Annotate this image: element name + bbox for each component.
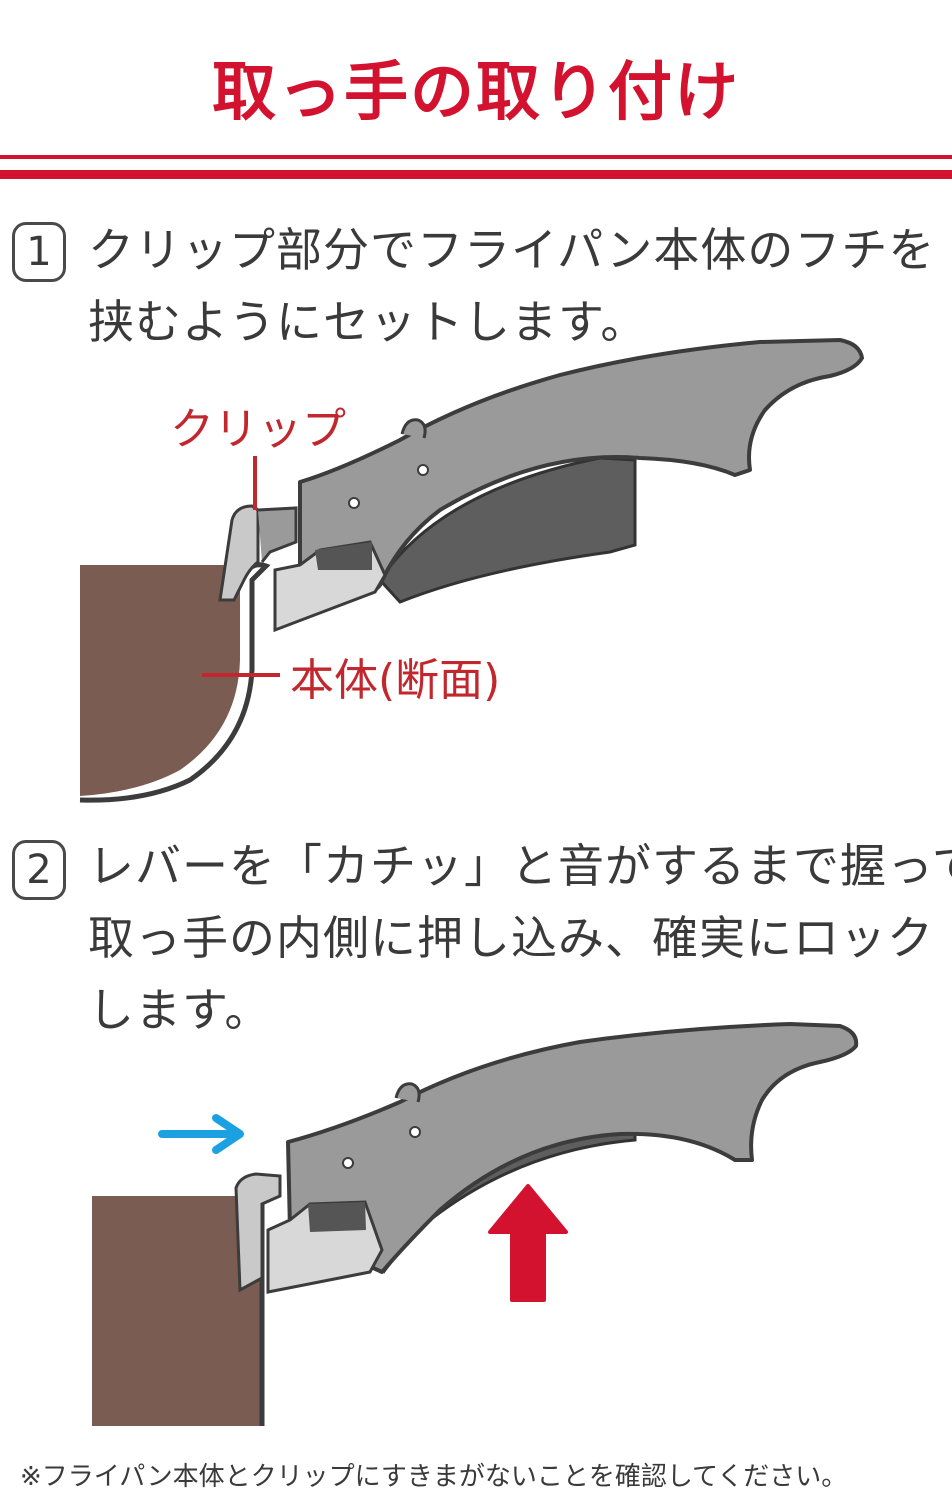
body-callout-label: 本体(断面) (290, 655, 501, 706)
step-2-illustration (92, 1022, 859, 1426)
step-2-badge: 2 (12, 840, 66, 900)
step-1-illustration (79, 338, 864, 803)
page-title: 取っ手の取り付け (212, 56, 740, 130)
handle-grip-underside (378, 456, 637, 604)
title-divider-bottom (0, 170, 952, 179)
step-2-line-2: 取っ手の内側に押し込み、確実にロック (88, 911, 934, 965)
clip-callout-label: クリップ (170, 404, 346, 455)
metal-clamp-shade (308, 1202, 366, 1232)
step-1-line-1: クリップ部分でフライパン本体のフチを (88, 223, 936, 277)
clip-part (234, 1172, 282, 1293)
pan-body-cross-section (80, 565, 240, 796)
footnote: ※フライパン本体とクリップにすきまがないことを確認してください。 (20, 1462, 848, 1492)
pan-rim-outline (79, 562, 271, 803)
handle-rivet-1 (409, 1126, 421, 1138)
red-squeeze-arrow-icon (488, 1184, 568, 1302)
step-2-line-3: します。 (88, 983, 272, 1037)
handle-body (298, 338, 864, 596)
clip-link (257, 506, 298, 563)
step-2-text: レバーを「カチッ」と音がするまで握って 取っ手の内側に押し込み、確実にロック し… (88, 830, 952, 1046)
handle-body (286, 1022, 859, 1274)
handle-rivet-2 (342, 1157, 354, 1169)
step-2-line-1: レバーを「カチッ」と音がするまで握って (88, 839, 952, 893)
metal-clamp-shade (315, 542, 372, 570)
handle-lever-nub (400, 418, 427, 439)
clip-part (218, 504, 260, 602)
step-1-badge: 1 (12, 222, 66, 282)
step-1-text: クリップ部分でフライパン本体のフチを 挟むようにセットします。 (88, 214, 935, 358)
handle-rivet-1 (417, 464, 429, 476)
pan-body-cross-section (92, 1196, 260, 1426)
step-1-line-2: 挟むようにセットします。 (88, 295, 648, 349)
handle-rivet-2 (348, 497, 360, 509)
blue-push-arrow-icon (158, 1114, 244, 1154)
handle-lever-nub (394, 1082, 421, 1103)
title-divider-top (0, 155, 952, 159)
